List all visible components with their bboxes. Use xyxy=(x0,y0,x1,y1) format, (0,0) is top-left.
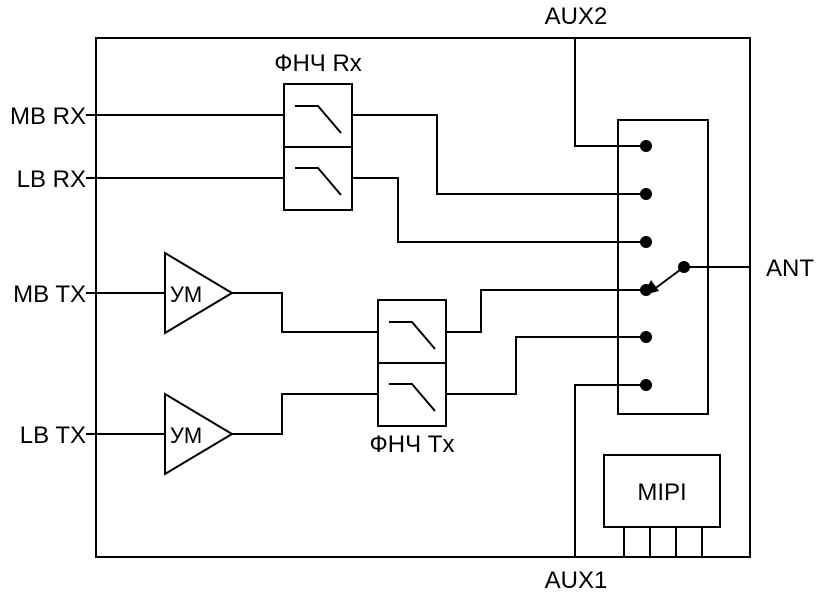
label-amp-lb: УМ xyxy=(170,423,202,448)
module-frame xyxy=(95,37,751,558)
label-mipi: MIPI xyxy=(637,479,686,506)
external-stubs xyxy=(86,114,96,435)
tx-filter-bank xyxy=(377,299,447,427)
mipi-block xyxy=(603,454,721,528)
mipi-pins xyxy=(623,527,703,557)
label-aux1: AUX1 xyxy=(545,567,608,594)
label-lb-tx: LB TX xyxy=(20,422,86,449)
label-filter-tx: ФНЧ Tx xyxy=(370,431,455,458)
label-filter-rx: ФНЧ Rx xyxy=(274,50,362,77)
rx-filter-bank xyxy=(283,83,353,211)
signal-wires xyxy=(96,38,750,557)
switch-arrow-head xyxy=(643,280,659,295)
label-ant: ANT xyxy=(766,255,814,282)
label-amp-mb: УМ xyxy=(170,282,202,307)
label-lb-rx: LB RX xyxy=(17,166,86,193)
label-mb-tx: MB TX xyxy=(13,281,86,308)
label-mb-rx: MB RX xyxy=(10,103,86,130)
label-aux2: AUX2 xyxy=(545,3,608,30)
